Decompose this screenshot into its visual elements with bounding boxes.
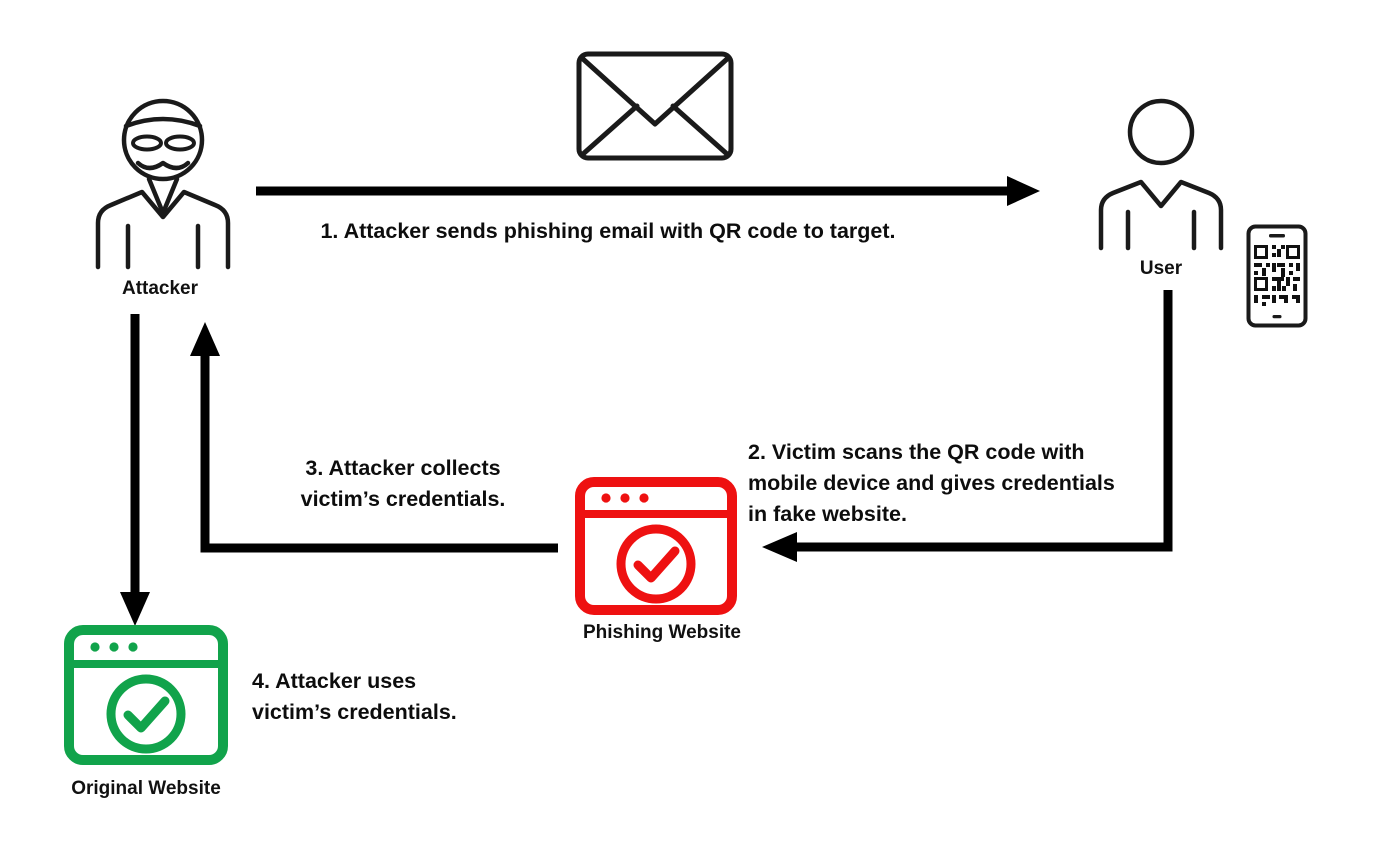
- attacker-figure: [92, 95, 234, 270]
- attacker-label: Attacker: [121, 278, 199, 299]
- original-website-icon: [63, 624, 229, 766]
- arrow-attacker-to-original-site: [118, 310, 156, 630]
- smartphone-qr-code-icon: [1246, 224, 1308, 328]
- arrow-user-to-phishing-site: [748, 285, 1193, 570]
- step-3-text: 3. Attacker collects victim’s credential…: [300, 456, 506, 512]
- arrow-attacker-to-user: [250, 172, 1050, 210]
- user-label: User: [1139, 258, 1183, 279]
- phishing-website-icon: [574, 476, 738, 616]
- step-4-text: 4. Attacker uses victim’s credentials.: [252, 669, 457, 725]
- step-1-text: 1. Attacker sends phishing email with QR…: [320, 219, 896, 243]
- arrow-phishing-site-to-attacker: [190, 318, 570, 558]
- envelope-icon: [575, 50, 735, 162]
- step-2-text: 2. Victim scans the QR code with mobile …: [748, 440, 1115, 527]
- user-figure: [1097, 98, 1225, 251]
- phishing-website-label: Phishing Website: [582, 622, 741, 643]
- original-website-label: Original Website: [71, 778, 221, 799]
